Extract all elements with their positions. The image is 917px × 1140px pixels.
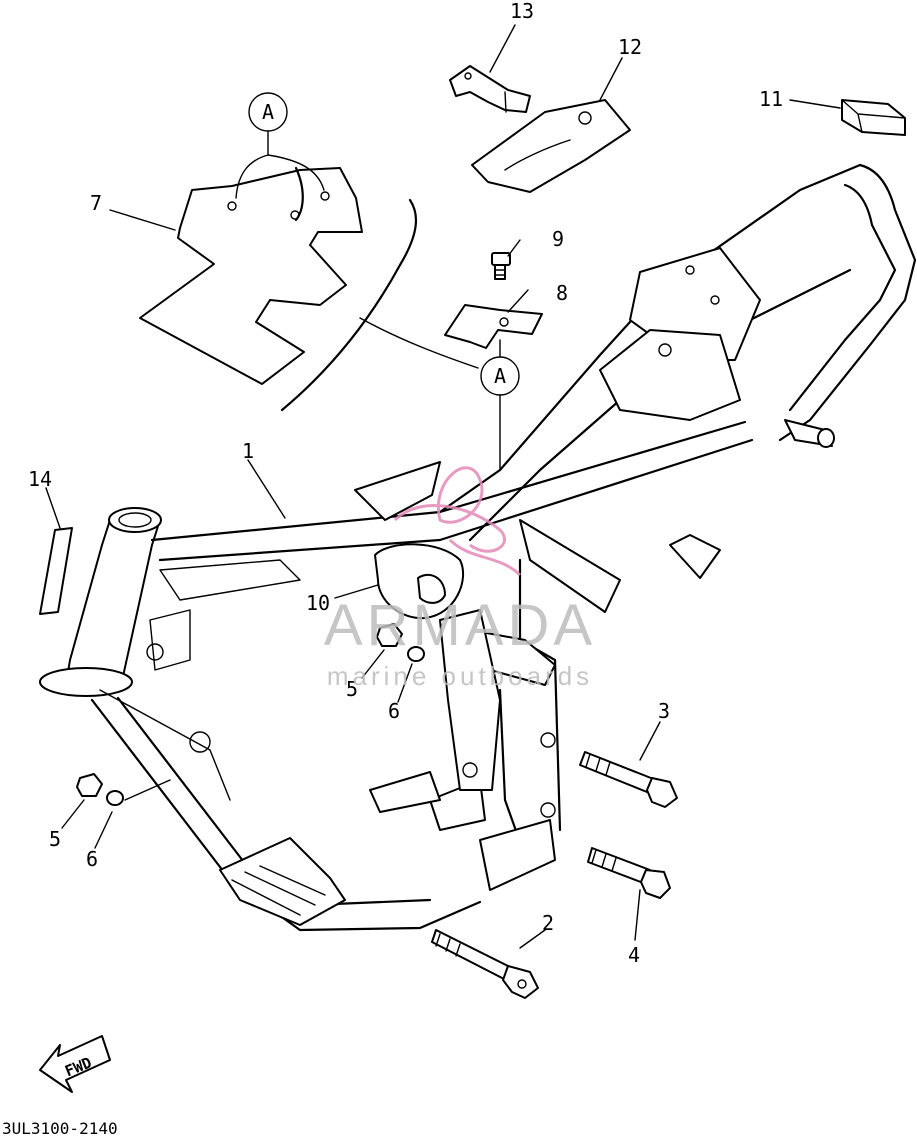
part-5-nut-lower	[76, 773, 103, 797]
detail-a-callout-top: A	[235, 92, 325, 199]
watermark: ARMADA marine outboards	[324, 466, 596, 691]
callout-6-lower: 6	[86, 847, 98, 871]
callout-8: 8	[556, 281, 568, 305]
watermark-brand: ARMADA	[324, 593, 596, 658]
part-12-pouch	[471, 99, 631, 193]
part-6-washer-lower	[106, 790, 124, 806]
callout-1: 1	[242, 439, 254, 463]
callout-4: 4	[628, 943, 640, 967]
part-1-frame	[39, 163, 917, 932]
callout-6-upper: 6	[388, 699, 400, 723]
detail-a-label-mid: A	[494, 364, 506, 388]
part-7-plate	[139, 166, 363, 385]
callout-10: 10	[306, 591, 330, 615]
part-14-strip	[39, 527, 73, 615]
detail-a-callout-mid: A	[480, 339, 520, 471]
callout-12: 12	[618, 35, 642, 59]
watermark-logo-icon	[393, 466, 522, 577]
drawing-code: 3UL3100-2140	[2, 1119, 118, 1138]
leader-lines	[45, 24, 841, 949]
detail-bracket-line	[280, 198, 417, 412]
detail-a-label-top: A	[262, 100, 274, 124]
part-10-grommet	[374, 543, 465, 620]
callout-7: 7	[90, 191, 102, 215]
part-11-rubber	[841, 99, 906, 136]
part-3-bolt	[579, 751, 678, 808]
part-2-bolt	[431, 929, 539, 999]
part-6-washer-upper	[407, 646, 425, 662]
detail-a-leader	[359, 317, 479, 369]
part-9-bolt	[491, 252, 511, 280]
callout-11: 11	[759, 87, 783, 111]
part-8-bracket	[444, 304, 543, 349]
callout-14: 14	[28, 467, 52, 491]
callout-2: 2	[542, 911, 554, 935]
fwd-arrow-icon: FWD	[39, 1035, 111, 1093]
part-13-clamp	[449, 65, 531, 113]
part-4-bolt	[587, 847, 671, 899]
callout-5-lower: 5	[49, 827, 61, 851]
callout-5-upper: 5	[346, 677, 358, 701]
part-5-nut-upper	[376, 623, 403, 647]
watermark-tagline: marine outboards	[327, 661, 593, 691]
callout-13: 13	[510, 0, 534, 23]
callout-9: 9	[552, 227, 564, 251]
callout-3: 3	[658, 699, 670, 723]
